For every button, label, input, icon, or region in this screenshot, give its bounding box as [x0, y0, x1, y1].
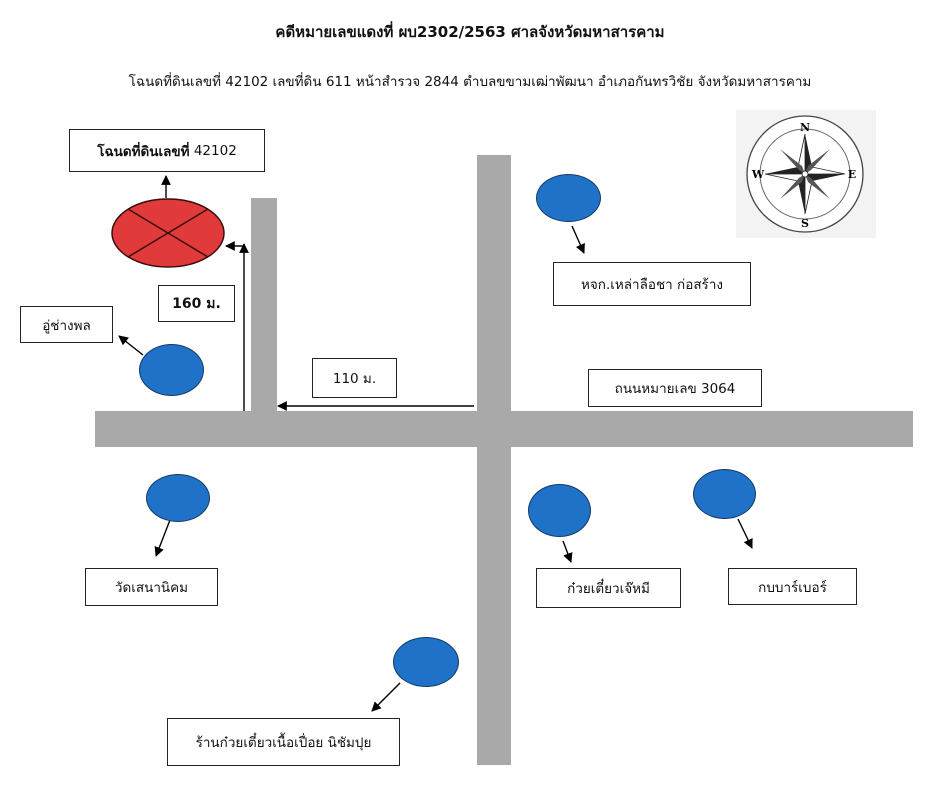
landmark-garage-label: อู่ช่างพล — [20, 306, 113, 343]
distance-110m-label: 110 ม. — [312, 358, 397, 398]
compass-west: W — [751, 168, 765, 181]
compass-north: N — [800, 121, 810, 134]
road-3064-label: ถนนหมายเลข 3064 — [588, 369, 762, 407]
arrow-shop — [371, 682, 401, 712]
compass-star-icon — [764, 133, 846, 215]
target-parcel-label-text: โฉนดที่ดินเลขที่ — [97, 143, 190, 160]
arrow-temple — [154, 519, 171, 557]
compass-rose: N S E W — [736, 110, 876, 238]
road-side-vertical — [251, 198, 277, 413]
arrow-burger — [737, 518, 753, 549]
arrow-partnership — [571, 225, 585, 254]
landmark-shop-marker — [393, 637, 459, 687]
landmark-partnership-marker — [536, 174, 601, 222]
landmark-shop-label: ร้านก๋วยเตี๋ยวเนื้อเปื่อย นิชัมปุย — [167, 718, 400, 766]
document-subtitle: โฉนดที่ดินเลขที่ 42102 เลขที่ดิน 611 หน้… — [128, 74, 812, 90]
distance-160m-label: 160 ม. — [158, 285, 235, 322]
arrow-garage — [118, 335, 144, 356]
target-parcel-number: 42102 — [193, 142, 237, 159]
target-parcel-label: โฉนดที่ดินเลขที่ 42102 — [69, 129, 265, 172]
landmark-garage-marker — [139, 344, 204, 396]
road-main-vertical — [477, 155, 511, 765]
target-parcel-marker — [111, 198, 225, 268]
compass-east: E — [848, 168, 856, 181]
landmark-burger-label: กบบาร์เบอร์ — [728, 568, 857, 605]
landmark-noodle-label: ก๋วยเตี๋ยวเจ๊หมี — [536, 568, 681, 608]
landmark-temple-label: วัดเสนานิคม — [85, 568, 218, 606]
landmark-partnership-label: หจก.เหล่าลือชา ก่อสร้าง — [553, 262, 751, 306]
landmark-temple-marker — [146, 474, 210, 522]
landmark-noodle-marker — [528, 484, 591, 537]
landmark-burger-marker — [693, 469, 756, 519]
document-title: คดีหมายเลขแดงที่ ผบ2302/2563 ศาลจังหวัดม… — [275, 23, 665, 41]
arrow-noodle — [562, 540, 573, 563]
compass-south: S — [801, 217, 809, 230]
